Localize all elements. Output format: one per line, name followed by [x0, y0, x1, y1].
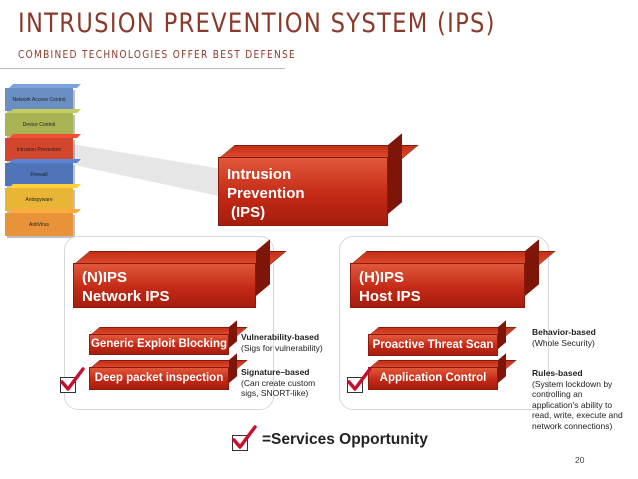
rules-note: Rules-based (System lockdown by controll…: [532, 368, 623, 431]
hips-line2: Host IPS: [359, 288, 421, 305]
ips-root-box: Intrusion Prevention (IPS): [218, 133, 419, 226]
vulnerability-note-title: Vulnerability-based: [241, 332, 320, 342]
ips-root-line3: (IPS): [231, 204, 266, 221]
rules-note-desc2: controlling an: [532, 389, 583, 399]
proactive-threat-scan-box: Proactive Threat Scan: [368, 320, 517, 356]
deep-packet-inspection-label: Deep packet inspection: [94, 372, 224, 384]
ips-root-line1: Intrusion: [227, 166, 292, 183]
behavior-note-desc: (Whole Security): [532, 337, 595, 348]
callout-wedge: [60, 142, 228, 198]
slide-subtitle: COMBINED TECHNOLOGIES OFFER BEST DEFENSE: [18, 49, 297, 61]
stack-item-network-access-control: Network Access Control: [5, 88, 73, 111]
generic-exploit-blocking-box: Generic Exploit Blocking: [89, 320, 248, 355]
title-divider: [0, 68, 285, 69]
stack-item-antivirus: AntiVirus: [5, 213, 73, 236]
stack-item-firewall: Firewall: [5, 163, 73, 186]
signature-note-desc2: sigs, SNORT-like): [241, 388, 309, 398]
checkbox-checked-icon: [60, 367, 85, 393]
slide-title: INTRUSION PREVENTION SYSTEM (IPS): [18, 8, 496, 39]
nips-line1: (N)IPS: [82, 269, 127, 286]
hips-box: (H)IPS Host IPS: [350, 239, 556, 308]
stack-item-label: Firewall: [30, 171, 48, 178]
page-number: 20: [575, 455, 585, 465]
ips-root-line2: Prevention: [227, 185, 305, 202]
rules-note-desc1: (System lockdown by: [532, 378, 613, 389]
behavior-note-title: Behavior-based: [532, 327, 596, 337]
rules-note-title: Rules-based: [532, 368, 583, 378]
vulnerability-note-desc: (Sigs for vulnerability): [241, 342, 323, 353]
stack-item-label: AntiVirus: [29, 221, 49, 228]
stack-item-label: Antispyware: [25, 196, 53, 203]
stack-item-label: Network Access Control: [12, 96, 66, 103]
vulnerability-note: Vulnerability-based (Sigs for vulnerabil…: [241, 332, 323, 353]
stack-item-antispyware: Antispyware: [5, 188, 73, 211]
signature-note-desc1: (Can create custom: [241, 377, 316, 388]
application-control-label: Application Control: [379, 372, 487, 384]
checkbox-checked-icon: [347, 367, 372, 393]
deep-packet-inspection-box: Deep packet inspection: [89, 353, 248, 390]
rules-note-desc3: application's ability to: [532, 399, 613, 410]
legend-services-opportunity: =Services Opportunity: [262, 431, 428, 448]
behavior-note: Behavior-based (Whole Security): [532, 327, 596, 348]
nips-box: (N)IPS Network IPS: [73, 239, 287, 308]
signature-note: Signature–based (Can create custom sigs,…: [241, 367, 315, 399]
generic-exploit-blocking-label: Generic Exploit Blocking: [90, 338, 228, 350]
stack-item-label: Intrusion Prevention: [16, 146, 62, 153]
checkbox-checked-icon: [232, 425, 257, 451]
nips-line2: Network IPS: [82, 288, 170, 305]
stack-item-intrusion-prevention: Intrusion Prevention: [5, 138, 73, 161]
stack-item-label: Device Control: [22, 121, 56, 128]
application-control-box: Application Control: [368, 353, 517, 390]
signature-note-title: Signature–based: [241, 367, 310, 377]
stack-item-device-control: Device Control: [5, 113, 73, 136]
rules-note-desc4: read, write, execute and: [532, 410, 623, 420]
hips-line1: (H)IPS: [359, 269, 404, 286]
proactive-threat-scan-label: Proactive Threat Scan: [372, 338, 494, 351]
rules-note-desc5: network connections): [532, 420, 613, 431]
